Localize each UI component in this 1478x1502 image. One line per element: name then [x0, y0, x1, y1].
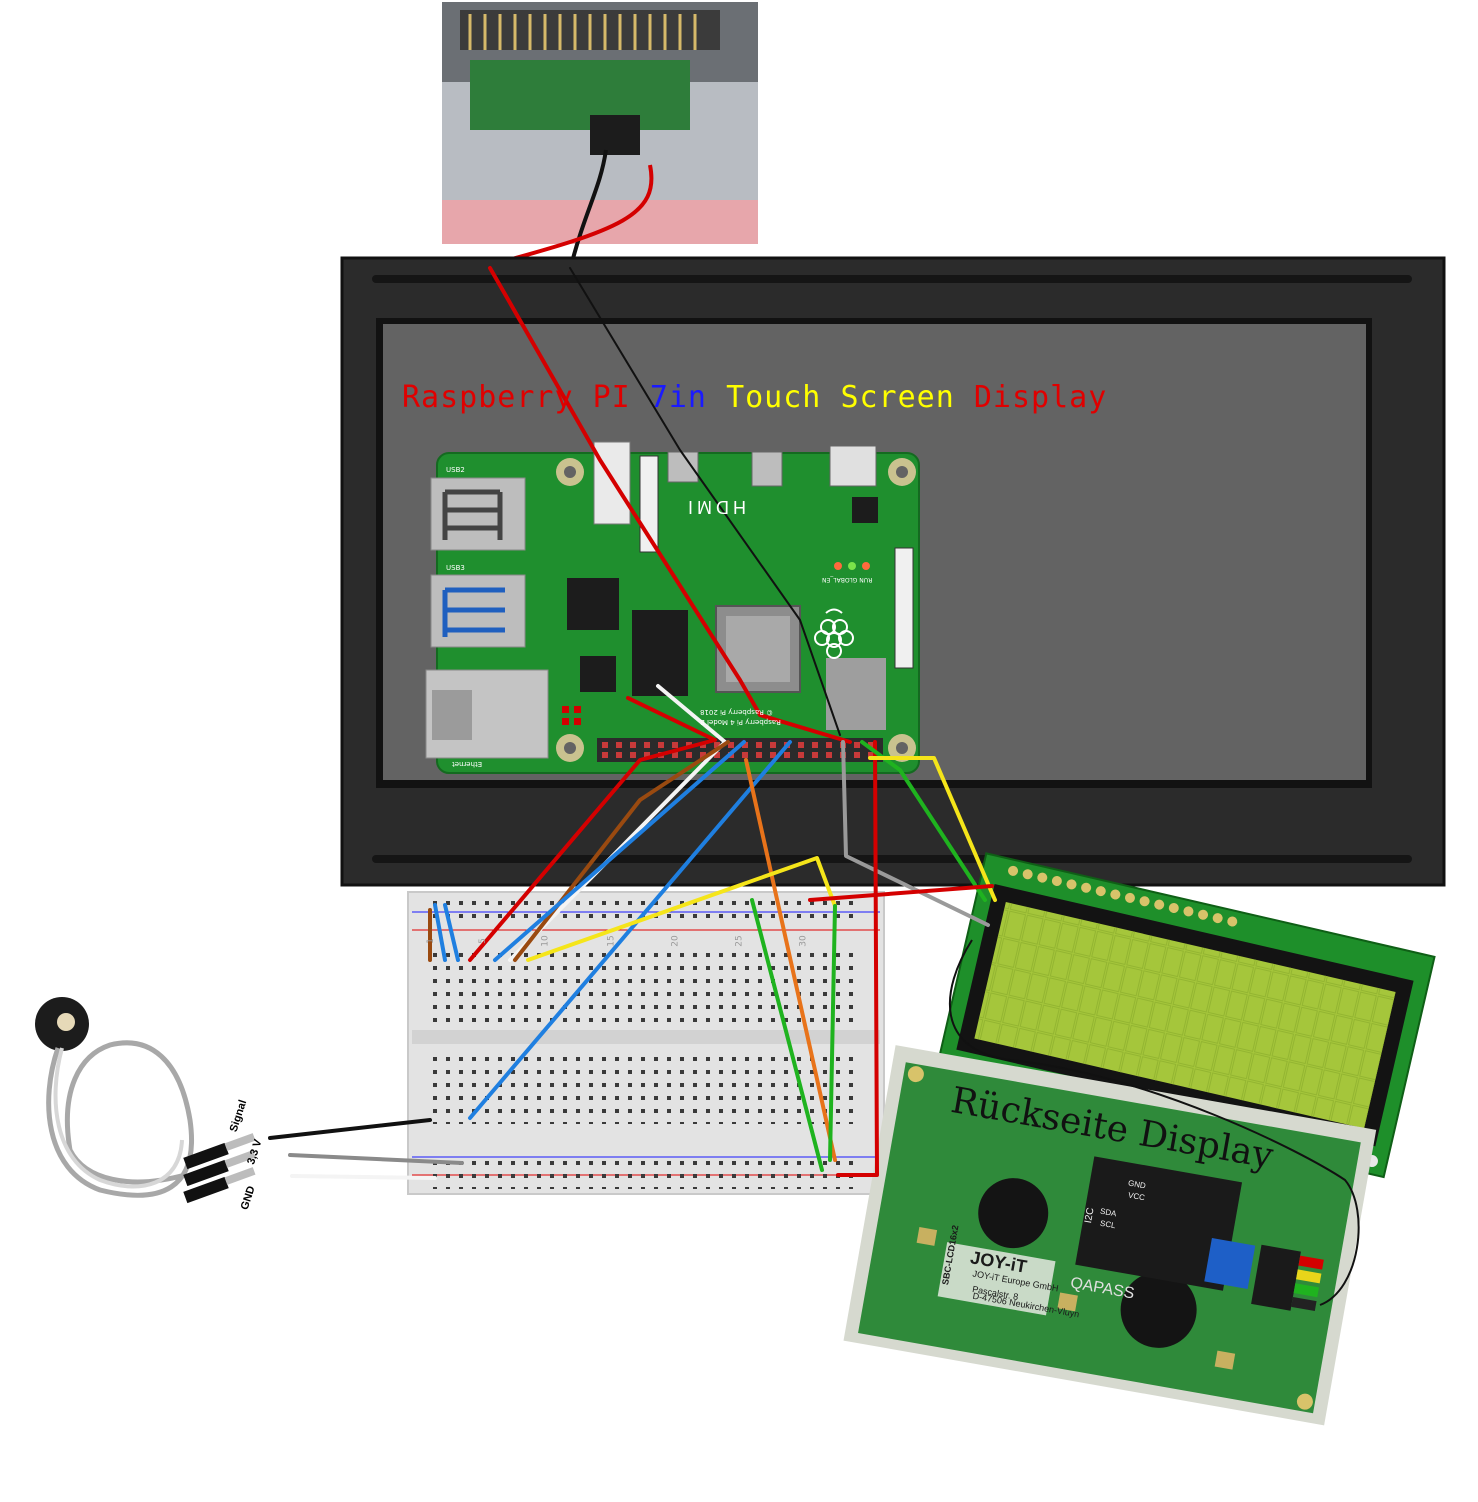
wire-red-3 — [808, 884, 994, 902]
gpio-pin — [784, 752, 790, 758]
pi-usb2-label: USB2 — [446, 466, 465, 474]
breadboard-col-1: 1 — [425, 938, 436, 944]
pi-photo-top — [442, 2, 758, 271]
pi-model-label: Raspberry Pi 4 Model B — [700, 718, 781, 726]
wire-blue-1 — [493, 740, 746, 962]
gpio-pin — [630, 752, 636, 758]
wire-yellow-1 — [868, 756, 997, 902]
pi-usb3-label: USB3 — [446, 564, 465, 572]
raspberry-logo-icon — [814, 608, 854, 659]
gpio-pin — [714, 742, 720, 748]
wire-gray-vcc — [288, 1153, 464, 1165]
breadboard-col-30: 30 — [798, 935, 809, 947]
lcd-16x2-front — [934, 852, 1436, 1179]
wire-green-2 — [750, 898, 824, 1172]
wire-blue-4 — [443, 903, 460, 962]
breadboard-col-20: 20 — [670, 935, 681, 947]
pi-ethernet-label: Ethernet — [452, 760, 483, 768]
title-word-touch: Touch — [726, 380, 822, 415]
wire-blue-3 — [433, 903, 447, 962]
gpio-pin — [756, 742, 762, 748]
gpio-pin — [728, 742, 734, 748]
wire-green-1 — [860, 740, 987, 902]
wire-gray-1 — [841, 740, 990, 927]
wire-yellow-2 — [526, 856, 837, 962]
pi-hdmi-label: HDMI — [684, 497, 746, 517]
gpio-pin — [826, 752, 832, 758]
gpio-pin — [630, 742, 636, 748]
gpio-pin — [644, 752, 650, 758]
breadboard-col-10: 10 — [540, 935, 551, 947]
black-outline-wire — [948, 939, 1360, 1306]
raspberry-pi-4-board — [425, 441, 920, 774]
gpio-pin — [756, 752, 762, 758]
gpio-pin — [868, 752, 874, 758]
breadboard-col-25: 25 — [734, 935, 745, 947]
gpio-pin — [686, 752, 692, 758]
gpio-pin — [770, 752, 776, 758]
gpio-pin — [742, 742, 748, 748]
wire-red-power — [488, 266, 852, 744]
title-word-7in: 7in — [649, 380, 707, 415]
gpio-pin — [714, 752, 720, 758]
wire-orange-1 — [744, 758, 837, 1162]
pi-copyright-label: © Raspberry Pi 2018 — [700, 708, 774, 716]
gpio-pin — [658, 742, 664, 748]
wire-red-2 — [836, 740, 879, 1177]
gpio-pin — [602, 752, 608, 758]
gpio-pin — [644, 742, 650, 748]
gpio-pin — [616, 752, 622, 758]
title-word-pi: PI — [592, 380, 631, 415]
pi-led-labels: RUN GLOBAL_EN — [822, 576, 873, 583]
gpio-pin — [826, 742, 832, 748]
gpio-pin — [812, 742, 818, 748]
gpio-pin — [770, 742, 776, 748]
title-word-display: Display — [973, 380, 1108, 415]
gpio-pin — [602, 742, 608, 748]
gpio-pin — [812, 752, 818, 758]
gpio-pin — [798, 752, 804, 758]
wire-white-gnd — [290, 1174, 437, 1180]
gpio-pin — [854, 742, 860, 748]
gpio-pin — [700, 752, 706, 758]
gpio-pin — [616, 742, 622, 748]
display-title: Raspberry PI 7in Touch Screen Display — [402, 380, 1107, 415]
lcd-back-photo — [843, 1045, 1377, 1426]
wires — [268, 266, 997, 1180]
title-word-raspberry: Raspberry — [402, 380, 574, 415]
wire-black-ground — [569, 267, 841, 736]
breadboard-col-5: 5 — [477, 938, 488, 944]
gpio-pin — [672, 742, 678, 748]
gpio-pin — [854, 752, 860, 758]
wire-red-1 — [468, 696, 717, 962]
gpio-pin — [672, 752, 678, 758]
wire-blue-2 — [468, 740, 792, 1120]
gpio-pin — [798, 742, 804, 748]
wire-black-signal — [268, 1118, 432, 1140]
breadboard-col-15: 15 — [606, 935, 617, 947]
title-word-screen: Screen — [840, 380, 955, 415]
gpio-pin — [742, 752, 748, 758]
pulse-sensor — [35, 997, 256, 1204]
wire-green-3 — [828, 904, 837, 1162]
gpio-pin — [868, 742, 874, 748]
